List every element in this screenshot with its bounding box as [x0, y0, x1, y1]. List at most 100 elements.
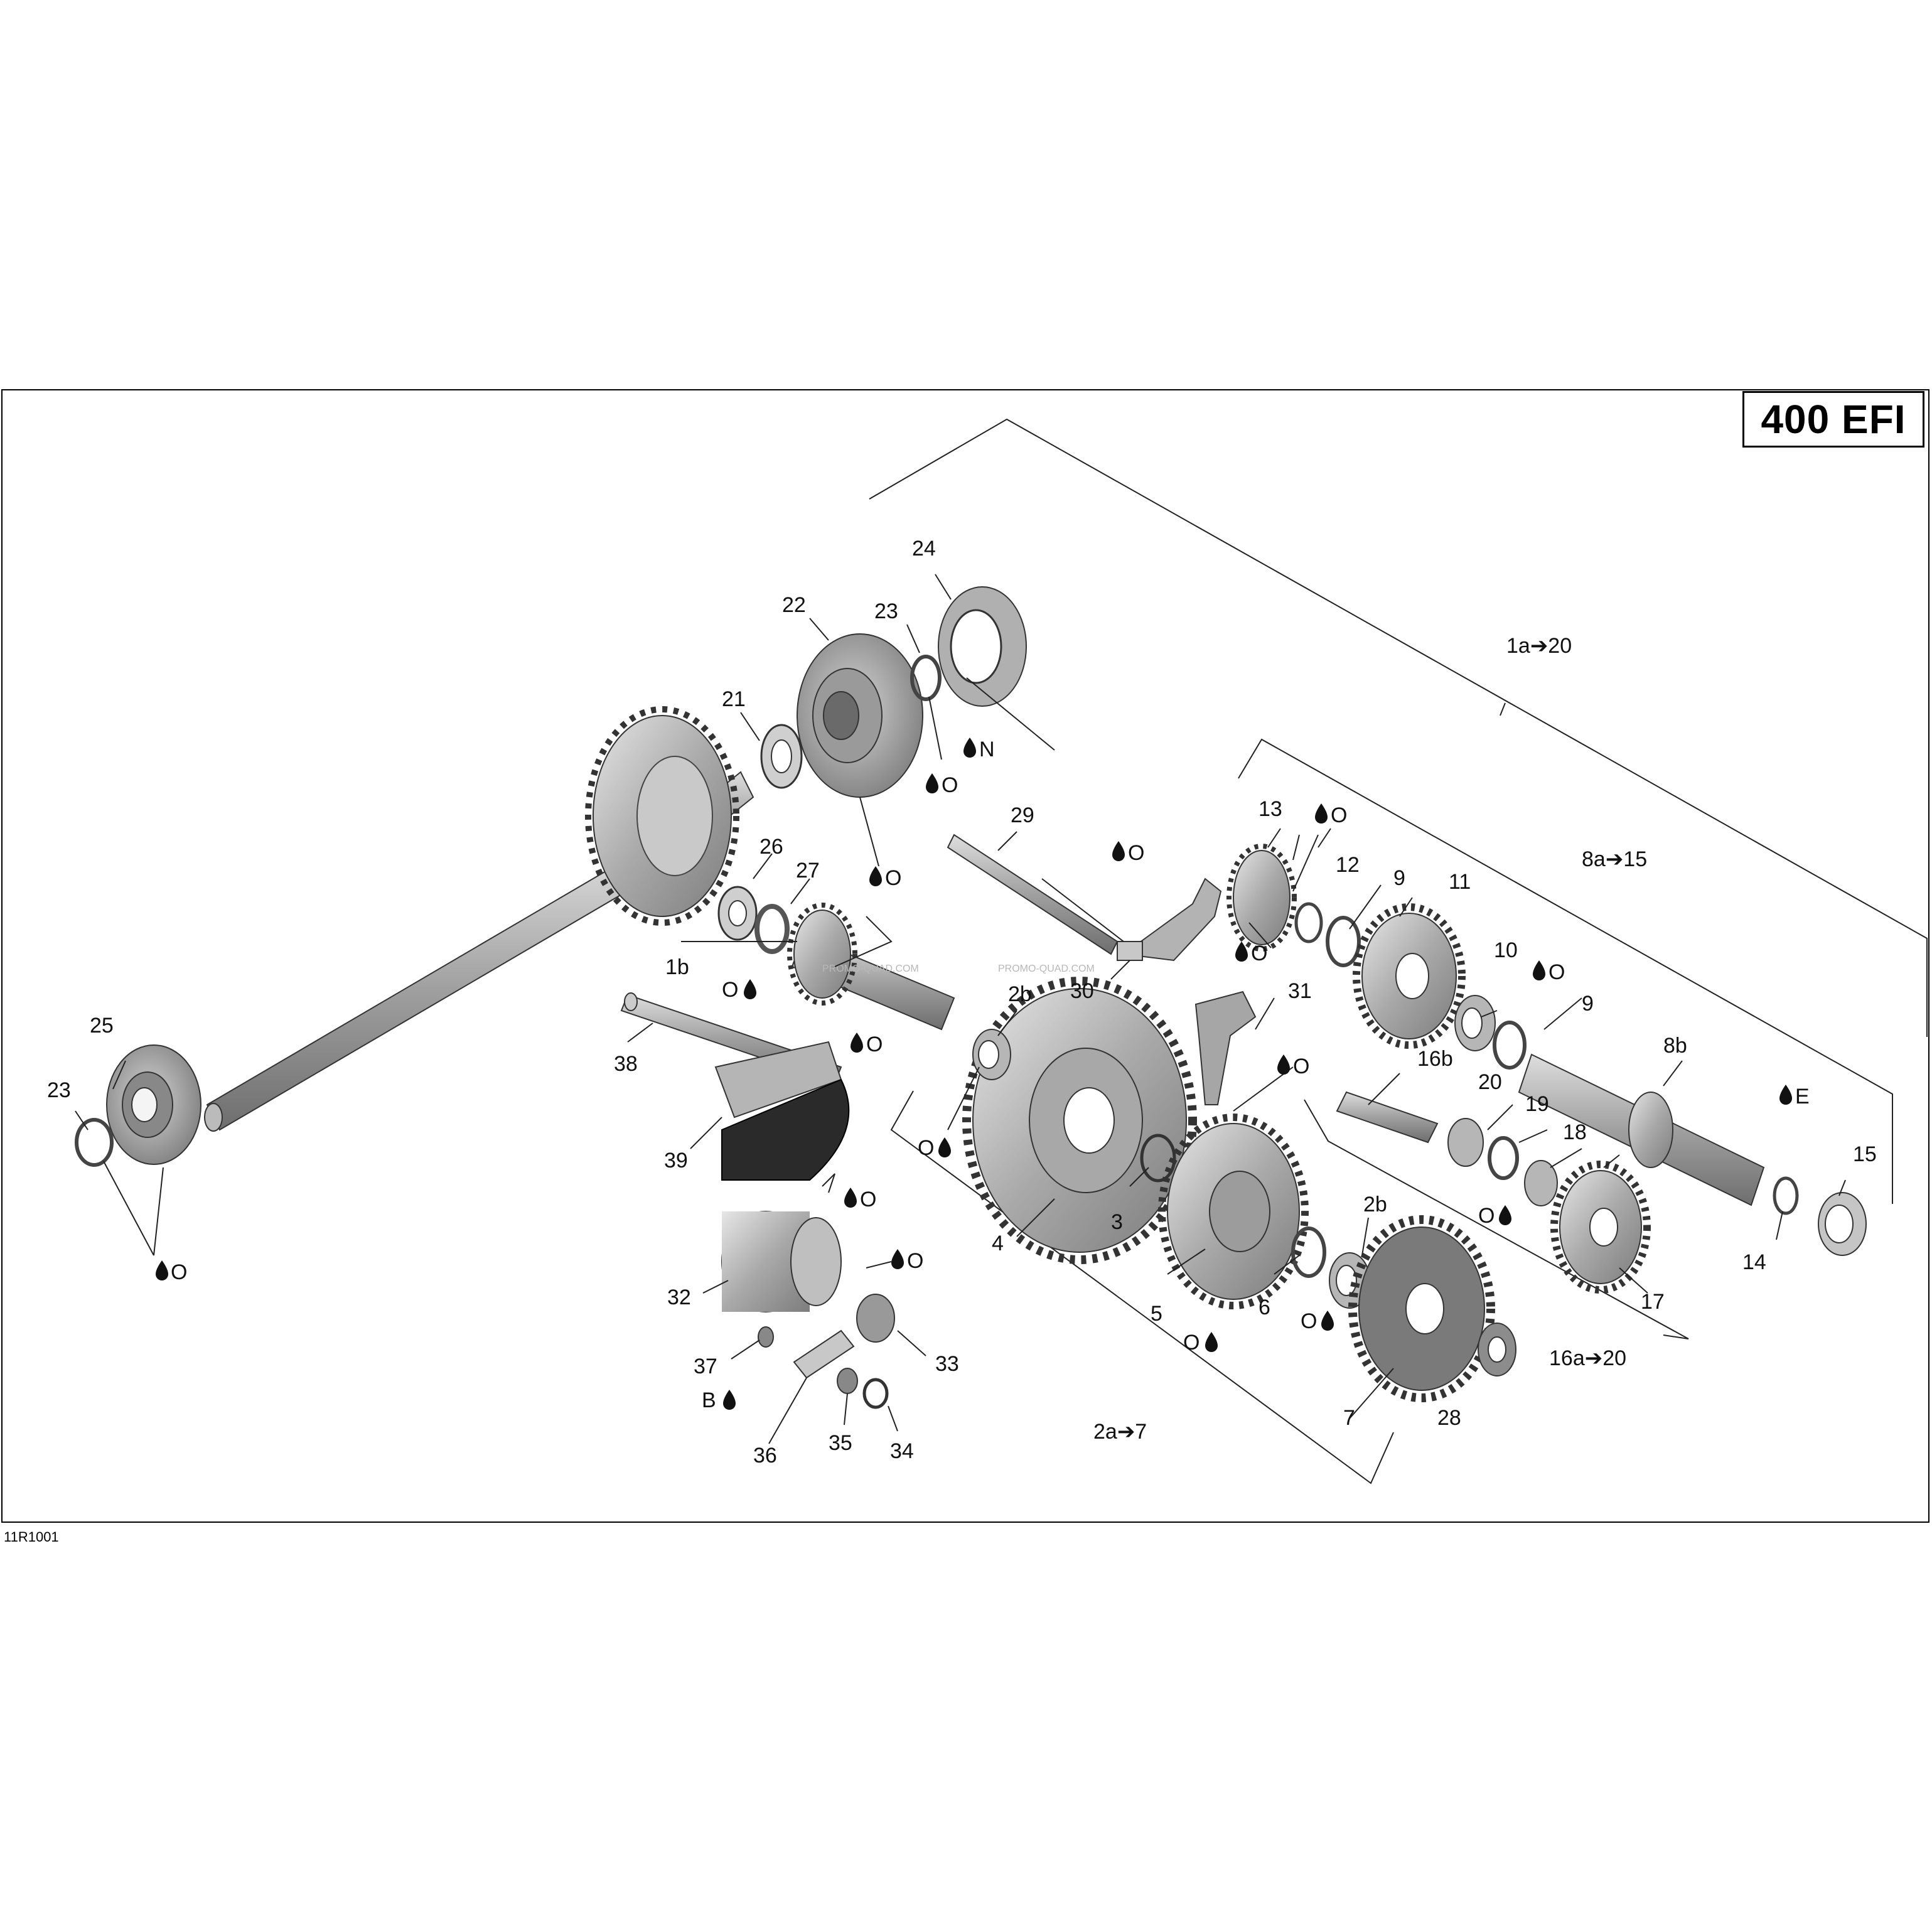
lube-mark-pin-37: B [702, 1388, 736, 1412]
lube-letter: O [1331, 803, 1347, 827]
oil-drop-icon [1277, 1055, 1290, 1075]
callout-27: 27 [796, 859, 820, 883]
callout-38: 38 [614, 1052, 638, 1076]
lube-letter: O [885, 866, 901, 890]
callout-19: 19 [1525, 1092, 1549, 1116]
callout-31: 31 [1288, 979, 1312, 1003]
callout-6: 6 [1258, 1296, 1270, 1319]
callout-9-lower: 9 [1582, 992, 1594, 1016]
sector-gear-39 [721, 1078, 850, 1181]
washer-26 [717, 886, 758, 941]
lube-letter: O [1128, 841, 1144, 865]
seal-24 [938, 586, 1027, 707]
oil-drop-icon [891, 1249, 904, 1269]
pin-16b [1336, 1091, 1439, 1144]
callout-1a-20: 1a➔20 [1506, 634, 1572, 658]
callout-7: 7 [1343, 1406, 1355, 1430]
lube-mark-gear-5: O [1183, 1331, 1218, 1355]
gear-17 [1550, 1161, 1651, 1294]
washer-27 [754, 904, 790, 954]
callout-13: 13 [1258, 797, 1282, 821]
model-title: 400 EFI [1742, 391, 1924, 448]
lube-mark-shaft-38: O [851, 1033, 883, 1056]
callout-33: 33 [935, 1352, 959, 1376]
callout-2b-upper: 2b [1008, 982, 1032, 1006]
callout-25: 25 [90, 1014, 114, 1038]
shift-dog-13 [1226, 844, 1297, 952]
lube-letter: O [942, 773, 958, 797]
ring-23-left [75, 1118, 114, 1167]
lube-mark-countershaft: E [1779, 1085, 1810, 1108]
lube-letter: O [1251, 942, 1267, 965]
callout-23-left: 23 [47, 1078, 71, 1102]
callout-22: 22 [782, 593, 806, 617]
lube-letter: O [722, 978, 738, 1002]
callout-36: 36 [753, 1444, 777, 1468]
gear-5 [1158, 1114, 1309, 1309]
oil-drop-icon [1205, 1332, 1218, 1352]
needle-bearing-10 [1454, 995, 1496, 1051]
bracket-16a-20 [1304, 1099, 1689, 1339]
gear-7 [1348, 1215, 1495, 1402]
oil-drop-icon [1235, 942, 1248, 962]
washer-6 [1291, 1226, 1326, 1278]
lube-letter: O [1301, 1309, 1317, 1333]
ring-12 [1294, 902, 1323, 943]
starter-drum-32 [721, 1211, 842, 1312]
lube-letter: O [907, 1249, 923, 1273]
callout-2b-lower: 2b [1363, 1193, 1387, 1216]
reference-code: 11R1001 [4, 1529, 59, 1545]
callout-26: 26 [759, 835, 783, 859]
lube-letter: N [979, 738, 995, 761]
lubricant-marks: O N O O O O O [0, 0, 1810, 1412]
lube-letter: O [860, 1188, 876, 1211]
lube-letter: O [1293, 1055, 1309, 1078]
pin-37 [758, 1326, 774, 1348]
callout-1b: 1b [665, 955, 689, 979]
callout-5: 5 [1151, 1302, 1162, 1326]
needle-bearing-20 [1447, 1118, 1484, 1167]
washer-21 [760, 724, 803, 789]
bracket-2a-7 [890, 1090, 1394, 1484]
callout-37: 37 [694, 1355, 717, 1378]
callout-8a-15: 8a➔15 [1582, 847, 1647, 871]
callout-14: 14 [1742, 1250, 1766, 1274]
callout-34: 34 [890, 1439, 914, 1463]
lube-mark-ring-23: O [926, 773, 958, 797]
lube-letter: O [171, 1260, 187, 1284]
oil-drop-icon [851, 1033, 863, 1053]
callout-32: 32 [667, 1285, 691, 1309]
oil-drop-icon [844, 1188, 857, 1208]
lube-mark-bearing-22: O [869, 866, 901, 890]
oil-drop-icon [926, 773, 938, 793]
lube-letter: O [918, 1136, 934, 1160]
oil-drop-icon [1321, 1311, 1334, 1331]
lube-mark-dog-13: O [1315, 803, 1347, 827]
lube-mark-seal-24: N [963, 738, 995, 761]
callout-8b: 8b [1663, 1034, 1687, 1058]
callout-9-upper: 9 [1393, 866, 1405, 890]
lube-letter: E [1795, 1085, 1810, 1108]
lube-mark-sector: O [844, 1188, 876, 1211]
washer-9b [1493, 1021, 1527, 1070]
lube-mark-fork-30: O [1235, 942, 1267, 965]
callout-16a-20: 16a➔20 [1549, 1346, 1626, 1370]
callout-18: 18 [1563, 1120, 1587, 1144]
callout-12: 12 [1336, 853, 1360, 877]
callout-16b: 16b [1417, 1047, 1453, 1071]
needle-bearing-18 [1524, 1160, 1558, 1206]
lube-mark-fork-30b: O [0, 0, 882, 886]
oil-drop-icon [156, 1260, 168, 1280]
pinion-shaft-1b [787, 903, 955, 1031]
callout-30: 30 [1070, 979, 1094, 1003]
bracket-8a-15 [1238, 738, 1893, 1204]
bearing-22 [797, 633, 923, 798]
washer-9a [1326, 916, 1361, 967]
shift-fork-30 [1117, 877, 1222, 962]
callout-20: 20 [1478, 1070, 1502, 1094]
oil-drop-icon [1533, 960, 1545, 980]
lube-letter: O [866, 1033, 883, 1056]
ring-14 [1773, 1176, 1799, 1215]
washer-28 [1478, 1323, 1516, 1377]
